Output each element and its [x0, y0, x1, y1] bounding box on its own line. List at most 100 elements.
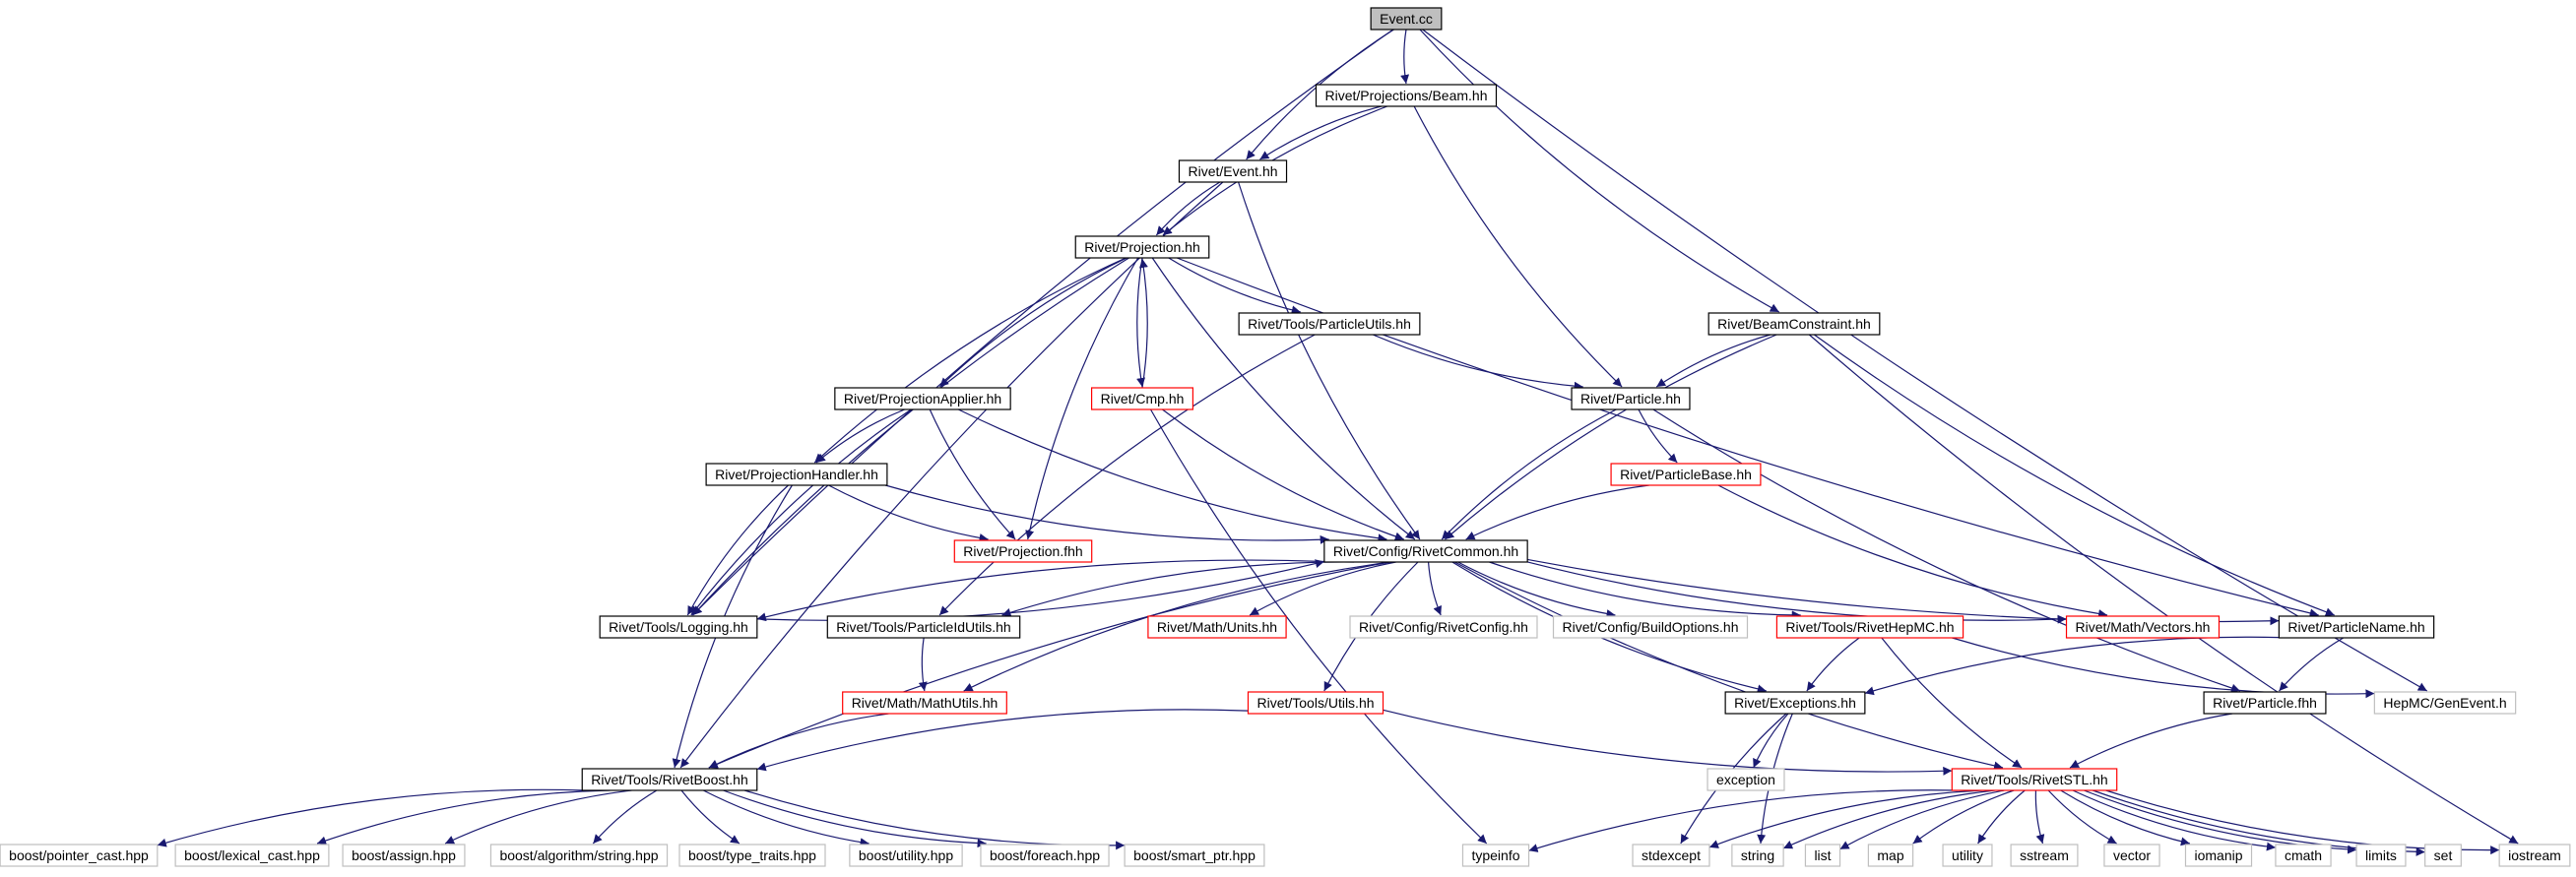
node-n25[interactable]: HepMC/GenEvent.h	[2373, 691, 2517, 715]
node-label: Rivet/Exceptions.hh	[1734, 695, 1856, 711]
node-n27[interactable]: exception	[1707, 768, 1785, 791]
edge-n0-n4	[1419, 29, 1780, 313]
edge-n2-n26	[679, 181, 1224, 769]
node-label: Event.cc	[1380, 11, 1433, 27]
edge-n2-n12	[1238, 181, 1421, 540]
node-n40[interactable]: list	[1804, 844, 1841, 867]
node-n18[interactable]: Rivet/Tools/RivetHepMC.hh	[1775, 615, 1964, 639]
node-n9[interactable]: Rivet/ProjectionHandler.hh	[705, 463, 888, 486]
edge-n7-n37	[1149, 408, 1488, 845]
node-label: boost/utility.hpp	[859, 847, 953, 863]
edge-n28-n48	[2093, 789, 2425, 856]
node-n36[interactable]: boost/smart_ptr.hpp	[1124, 844, 1265, 867]
node-n30[interactable]: boost/lexical_cast.hpp	[174, 844, 330, 867]
node-n2[interactable]: Rivet/Event.hh	[1178, 159, 1288, 183]
edge-n28-n41	[1912, 789, 2015, 845]
node-label: Rivet/Particle.fhh	[2213, 695, 2317, 711]
edge-n28-n40	[1839, 789, 2005, 850]
node-n5[interactable]: Rivet/Tools/ParticleUtils.hh	[1238, 312, 1421, 336]
node-n31[interactable]: boost/assign.hpp	[342, 844, 466, 867]
node-n21[interactable]: Rivet/Math/MathUtils.hh	[842, 691, 1007, 715]
edge-n12-n26	[708, 561, 1390, 769]
node-label: Rivet/Tools/ParticleIdUtils.hh	[836, 619, 1010, 635]
edge-n12-n17	[1457, 561, 1616, 618]
node-label: set	[2434, 847, 2453, 863]
node-n28[interactable]: Rivet/Tools/RivetSTL.hh	[1951, 768, 2118, 791]
edge-n26-n34	[703, 789, 869, 847]
node-label: Rivet/Config/RivetCommon.hh	[1333, 543, 1518, 559]
node-label: Rivet/ParticleName.hh	[2287, 619, 2424, 635]
node-n13[interactable]: Rivet/Tools/Logging.hh	[599, 615, 758, 639]
edge-n3-n7	[1136, 257, 1146, 388]
node-box	[2203, 691, 2327, 715]
node-label: Rivet/Projections/Beam.hh	[1325, 88, 1488, 103]
node-n34[interactable]: boost/utility.hpp	[849, 844, 963, 867]
node-box	[1951, 768, 2118, 791]
edges-layer	[157, 29, 2519, 856]
node-n35[interactable]: boost/foreach.hpp	[980, 844, 1110, 867]
edge-n4-n49	[1808, 334, 2519, 845]
node-n43[interactable]: sstream	[2010, 844, 2079, 867]
node-n29[interactable]: boost/pointer_cast.hpp	[0, 844, 159, 867]
node-box	[2355, 844, 2407, 867]
node-label: Rivet/Projection.fhh	[963, 543, 1082, 559]
node-n11[interactable]: Rivet/Projection.fhh	[953, 539, 1093, 563]
node-n26[interactable]: Rivet/Tools/RivetBoost.hh	[581, 768, 758, 791]
node-n42[interactable]: utility	[1942, 844, 1993, 867]
node-n24[interactable]: Rivet/Particle.fhh	[2203, 691, 2327, 715]
edge-n10-n19	[1717, 484, 2108, 618]
node-box	[1461, 844, 1530, 867]
node-n23[interactable]: Rivet/Exceptions.hh	[1724, 691, 1866, 715]
node-n7[interactable]: Rivet/Cmp.hh	[1090, 387, 1194, 410]
edge-n7-n3	[1138, 258, 1148, 389]
node-box	[2065, 615, 2221, 639]
node-n6[interactable]: Rivet/ProjectionApplier.hh	[834, 387, 1011, 410]
nodes-layer: Event.ccRivet/Projections/Beam.hhRivet/E…	[0, 7, 2571, 867]
node-n4[interactable]: Rivet/BeamConstraint.hh	[1707, 312, 1881, 336]
edge-n0-n1	[1400, 29, 1410, 85]
node-n44[interactable]: vector	[2103, 844, 2160, 867]
edge-n12-n16	[1427, 561, 1442, 616]
node-n49[interactable]: iostream	[2498, 844, 2571, 867]
node-n12[interactable]: Rivet/Config/RivetCommon.hh	[1323, 539, 1528, 563]
node-n0[interactable]: Event.cc	[1370, 7, 1443, 31]
node-n46[interactable]: cmath	[2275, 844, 2332, 867]
node-n20[interactable]: Rivet/ParticleName.hh	[2278, 615, 2435, 639]
node-n22[interactable]: Rivet/Tools/Utils.hh	[1247, 691, 1385, 715]
node-n38[interactable]: stdexcept	[1632, 844, 1710, 867]
edge-n5-n14	[938, 334, 1316, 616]
node-box	[1349, 615, 1538, 639]
node-n10[interactable]: Rivet/ParticleBase.hh	[1610, 463, 1762, 486]
node-label: list	[1814, 847, 1831, 863]
edge-n3-n5	[1168, 257, 1301, 315]
node-box	[2275, 844, 2332, 867]
node-n32[interactable]: boost/algorithm/string.hpp	[489, 844, 669, 867]
node-n19[interactable]: Rivet/Math/Vectors.hh	[2065, 615, 2221, 639]
node-n48[interactable]: set	[2424, 844, 2462, 867]
edge-n3-n11	[1025, 257, 1139, 540]
node-box	[1147, 615, 1287, 639]
node-n16[interactable]: Rivet/Config/RivetConfig.hh	[1349, 615, 1538, 639]
node-n14[interactable]: Rivet/Tools/ParticleIdUtils.hh	[826, 615, 1021, 639]
node-n47[interactable]: limits	[2355, 844, 2407, 867]
node-n3[interactable]: Rivet/Projection.hh	[1074, 235, 1210, 259]
node-n17[interactable]: Rivet/Config/BuildOptions.hh	[1552, 615, 1749, 639]
node-n1[interactable]: Rivet/Projections/Beam.hh	[1315, 84, 1498, 107]
node-n45[interactable]: iomanip	[2184, 844, 2253, 867]
node-label: Rivet/Tools/ParticleUtils.hh	[1248, 316, 1411, 332]
node-n15[interactable]: Rivet/Math/Units.hh	[1147, 615, 1287, 639]
node-box	[1867, 844, 1914, 867]
node-n37[interactable]: typeinfo	[1461, 844, 1530, 867]
node-n41[interactable]: map	[1867, 844, 1914, 867]
node-n39[interactable]: string	[1731, 844, 1784, 867]
edge-n18-n25	[1952, 637, 2375, 699]
edge-n4-n12	[1445, 334, 1777, 540]
edge-n3-n12	[1151, 257, 1416, 540]
edge-n5-n8	[1373, 334, 1583, 391]
node-n8[interactable]: Rivet/Particle.hh	[1571, 387, 1691, 410]
node-label: Rivet/Config/BuildOptions.hh	[1563, 619, 1739, 635]
node-box	[2010, 844, 2079, 867]
edge-n8-n10	[1638, 408, 1678, 464]
node-n33[interactable]: boost/type_traits.hpp	[678, 844, 826, 867]
node-label: iomanip	[2194, 847, 2242, 863]
